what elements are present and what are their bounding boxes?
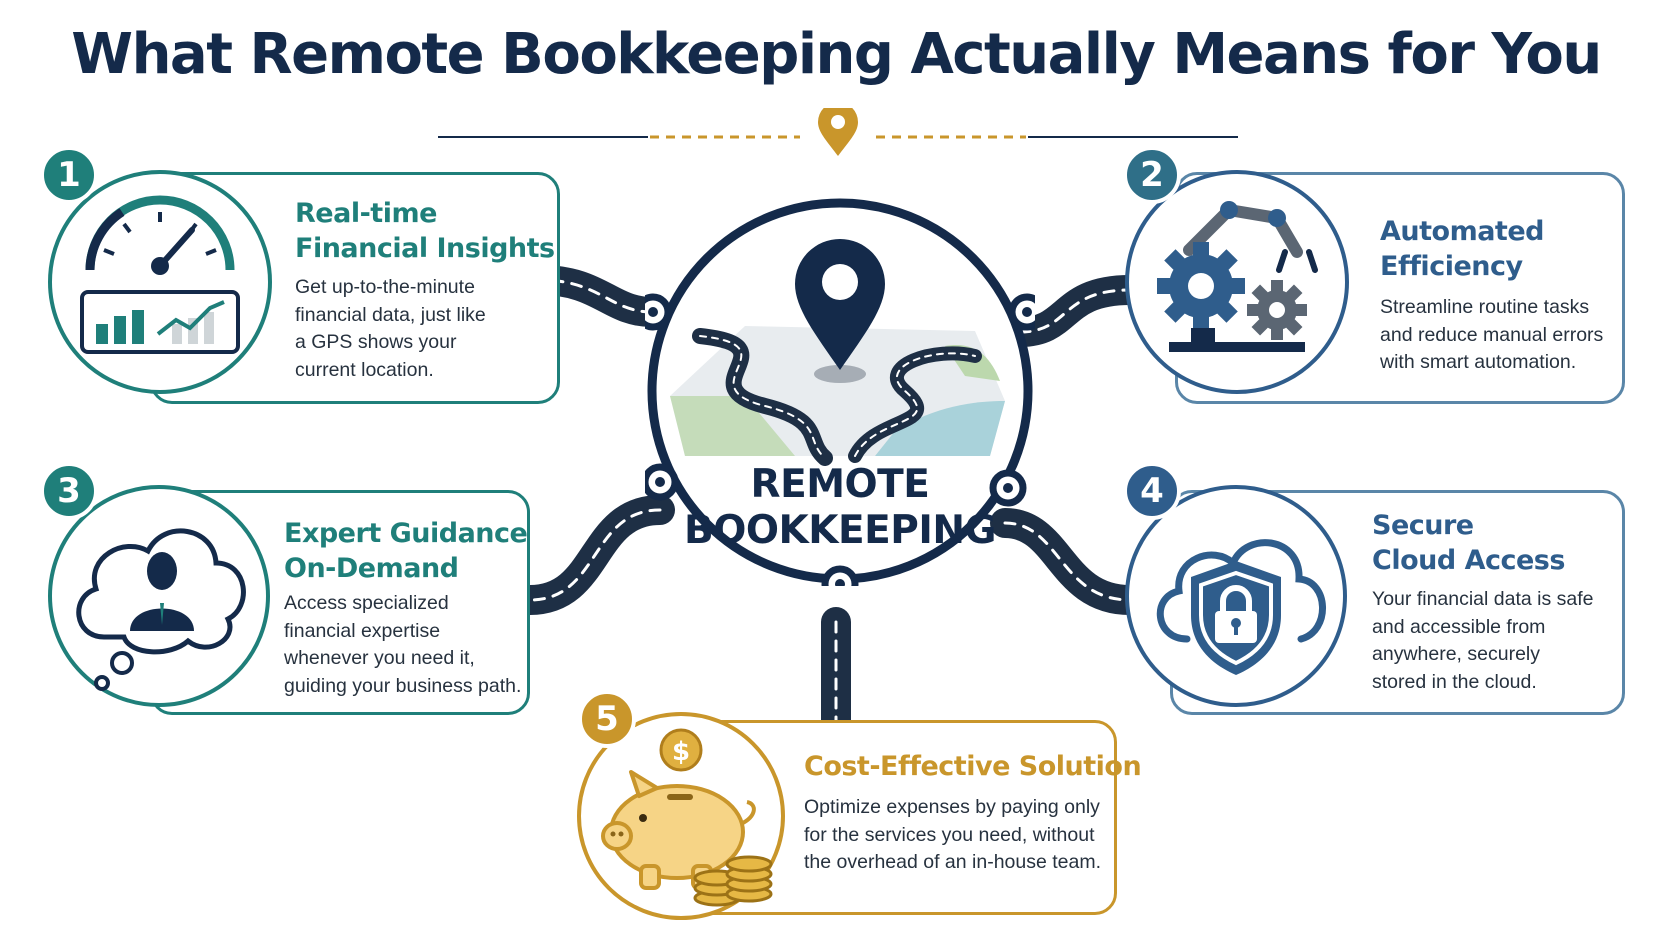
item-number-badge-5: 5 [578,690,636,748]
item-icon-circle-4 [1125,485,1347,707]
item-desc-1: Get up-to-the-minute financial data, jus… [295,276,486,381]
road-to-item-2 [1005,275,1145,347]
hub-label-line-1: REMOTE [750,462,930,507]
item-icon-circle-2 [1125,170,1349,394]
item-number-badge-4: 4 [1123,462,1181,520]
item-icon-circle-1 [48,170,272,394]
gauge-dashboard-icon [80,195,240,354]
advisor-thought-bubble-icon [76,528,246,691]
item-icon-circle-3 [48,485,270,707]
item-title-4-line-1: Secure [1372,510,1474,541]
item-desc-5: Optimize expenses by paying only for the… [804,796,1102,873]
item-number-badge-2: 2 [1123,146,1181,204]
svg-text:$: $ [672,737,690,767]
item-desc-4: Your financial data is safe and accessib… [1372,588,1594,693]
location-pin-icon [818,108,858,156]
item-title-2-line-1: Automated [1380,216,1544,247]
piggy-bank-coins-icon: $ [601,728,773,907]
item-title-5: Cost-Effective Solution [804,751,1142,782]
hub-location-pin-icon [795,239,885,383]
page-title: What Remote Bookkeeping Actually Means f… [71,22,1602,87]
item-title-1-line-2: Financial Insights [295,233,555,264]
item-number-badge-3: 3 [40,462,98,520]
item-desc-3: Access specialized financial expertise w… [284,592,522,697]
hub-label-line-2: BOOKKEEPING [683,508,997,553]
item-desc-2: Streamline routine tasks and reduce manu… [1380,296,1604,373]
item-title-1-line-1: Real-time [295,198,437,229]
hub-circle [645,198,1035,586]
cloud-shield-lock-icon [1156,539,1326,675]
robot-arm-gears-icon [1157,201,1318,352]
item-number-badge-1: 1 [40,146,98,204]
item-title-3-line-2: On-Demand [284,553,459,584]
item-title-4-line-2: Cloud Access [1372,545,1565,576]
item-title-3-line-1: Expert Guidance [284,518,528,549]
item-title-2-line-2: Efficiency [1380,251,1523,282]
title-divider [438,108,1238,156]
